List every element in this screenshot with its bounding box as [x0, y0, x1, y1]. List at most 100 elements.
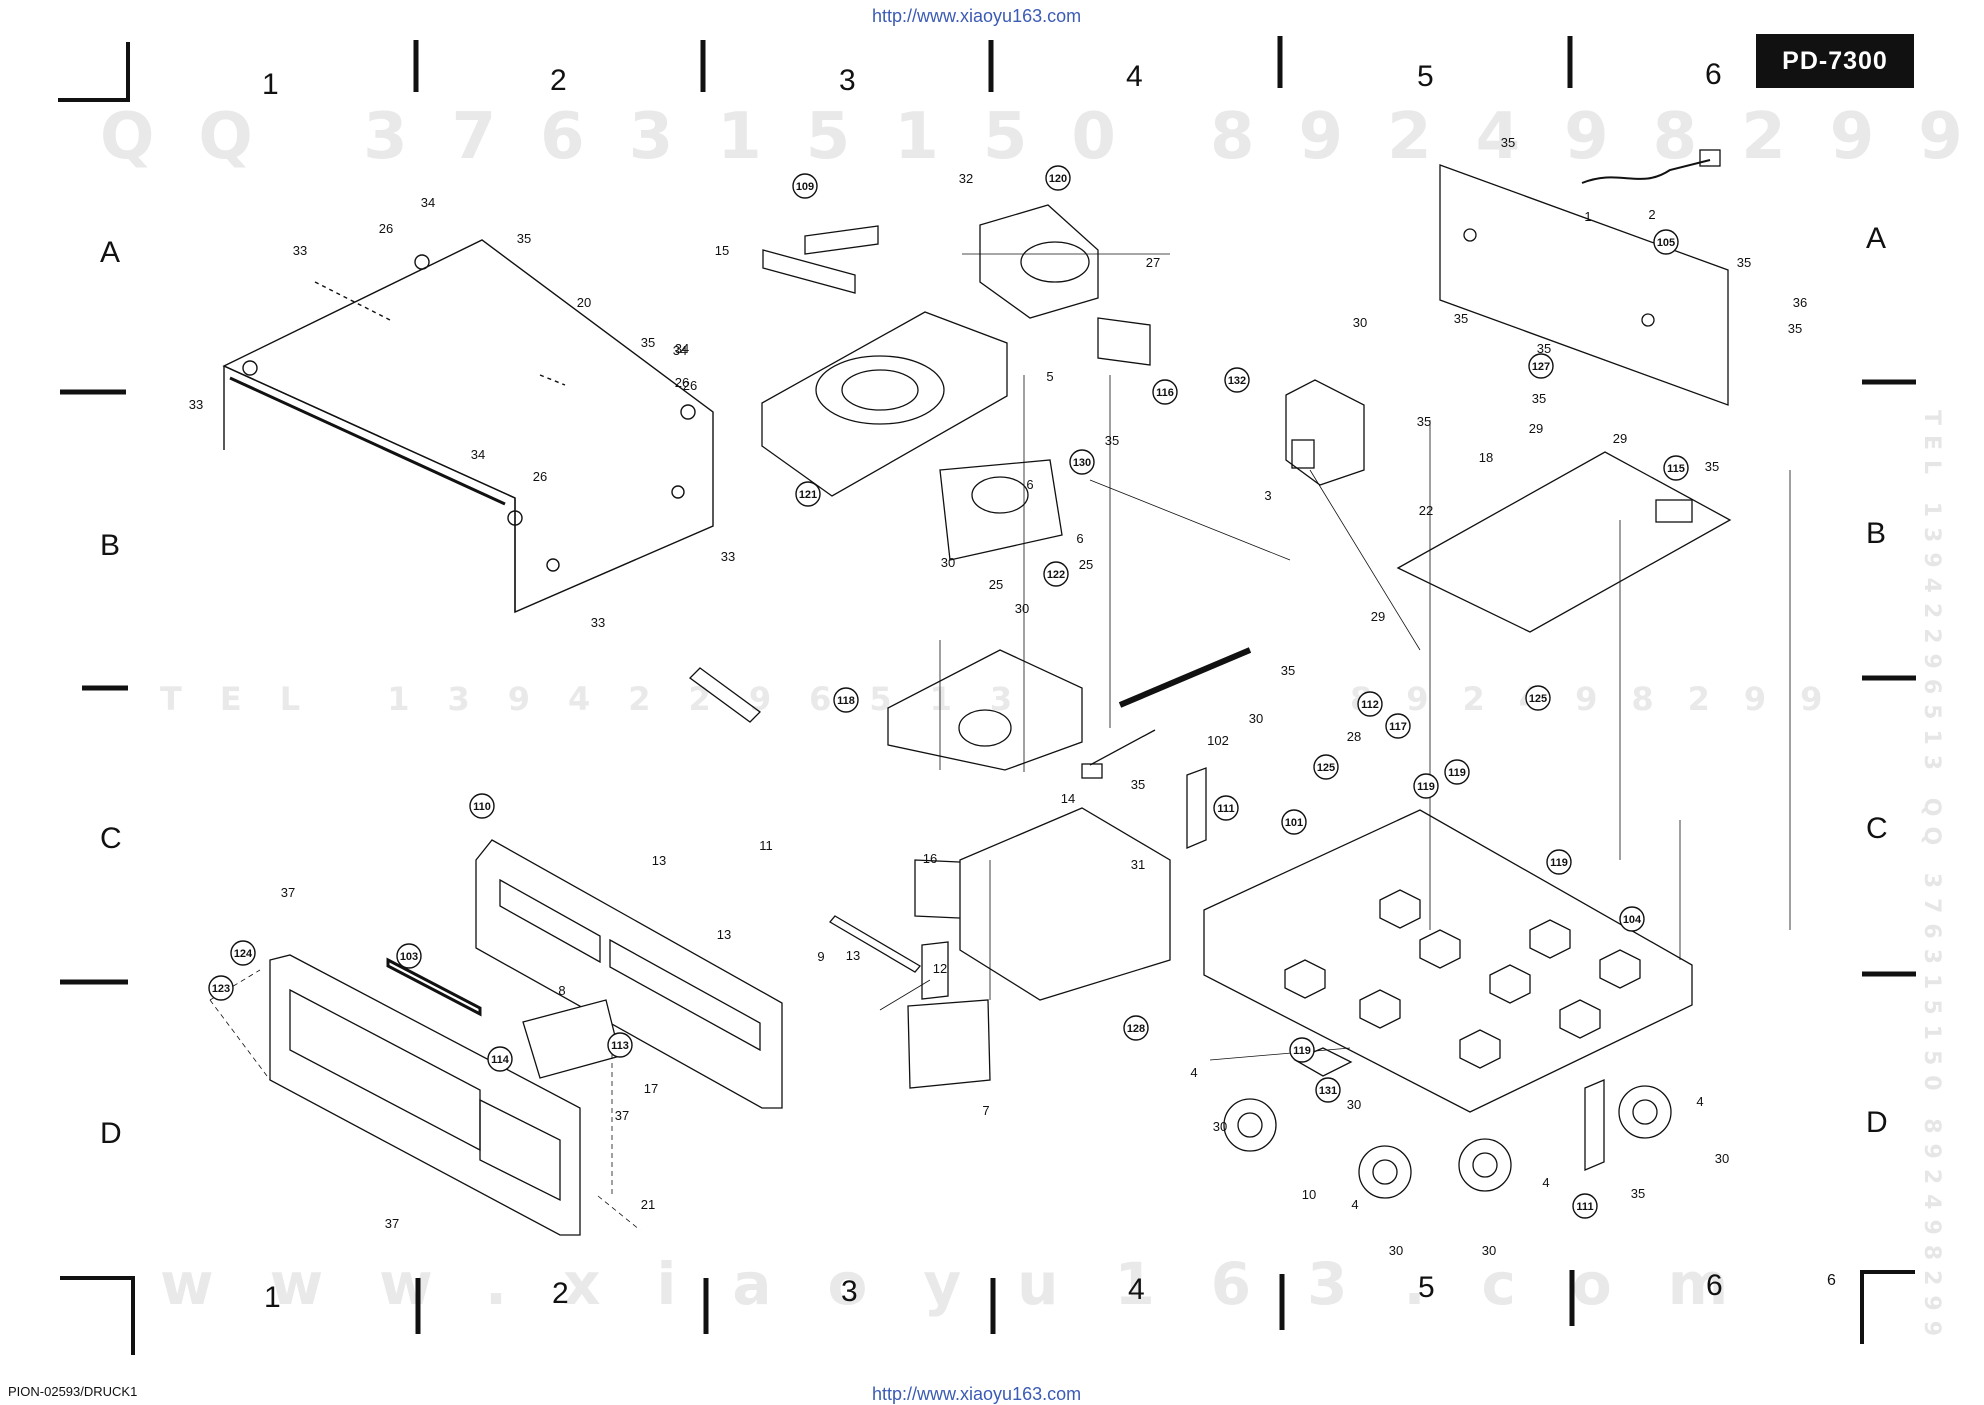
part-number: 5 — [1046, 369, 1053, 384]
part-number: 9 — [817, 949, 824, 964]
part-callout: 26 — [683, 378, 697, 393]
part-number: 116 — [1156, 387, 1174, 399]
part-callout: 34 — [471, 447, 485, 462]
part-callout: 6 — [1076, 531, 1083, 546]
part-number: 35 — [1281, 663, 1295, 678]
part-callout: 14 — [1061, 791, 1075, 806]
row-label: A — [1866, 222, 1886, 255]
callout-circle — [1043, 561, 1069, 587]
part-callout: 20 — [577, 295, 591, 310]
part-number: 34 — [675, 341, 689, 356]
part-number: 25 — [989, 577, 1003, 592]
part-number: 127 — [1532, 361, 1550, 373]
part-number: 26 — [675, 375, 689, 390]
part-callout: 35 — [1105, 433, 1119, 448]
watermark-tel-right: 892498299 — [1350, 680, 1857, 718]
callout-circle — [1357, 691, 1383, 717]
col-label: 3 — [839, 64, 856, 97]
part-number: 35 — [1131, 777, 1145, 792]
part-callout: 4 — [1542, 1175, 1549, 1190]
part-number: 122 — [1047, 569, 1065, 581]
part-number: 29 — [1613, 431, 1627, 446]
part-number: 119 — [1293, 1045, 1311, 1057]
callout-circle — [1224, 367, 1250, 393]
part-number: 104 — [1623, 914, 1642, 926]
watermark-tel: TEL 13942296513 — [160, 680, 1051, 718]
part-callout: 35 — [1501, 135, 1515, 150]
part-number: 34 — [421, 195, 435, 210]
part-number: 37 — [281, 885, 295, 900]
callout-circle — [1313, 754, 1339, 780]
part-number: 35 — [1537, 341, 1551, 356]
callout-circle — [487, 1046, 513, 1072]
part-callout: 115 — [1663, 455, 1689, 481]
row-label: D — [100, 1117, 122, 1150]
part-number: 115 — [1667, 463, 1685, 475]
callout-circle — [607, 1032, 633, 1058]
part-number: 13 — [717, 927, 731, 942]
part-callout: 119 — [1546, 849, 1572, 875]
part-number: 121 — [799, 489, 817, 501]
part-callout: 35 — [1454, 311, 1468, 326]
part-number: 35 — [1631, 1186, 1645, 1201]
part-callout: 122 — [1043, 561, 1069, 587]
part-number: 16 — [923, 851, 937, 866]
part-number: 111 — [1576, 1201, 1593, 1213]
part-number: 35 — [1788, 321, 1802, 336]
part-number: 4 — [1696, 1094, 1703, 1109]
part-callout: 34 — [675, 341, 689, 356]
part-callout: 35 — [1532, 391, 1546, 406]
callout-circle — [792, 173, 818, 199]
part-number: 26 — [683, 378, 697, 393]
part-callout: 28 — [1347, 729, 1361, 744]
part-number: 30 — [1015, 601, 1029, 616]
part-callout: 13 — [717, 927, 731, 942]
part-number: 30 — [1389, 1243, 1403, 1258]
part-callout: 18 — [1479, 450, 1493, 465]
part-callout: 17 — [644, 1081, 658, 1096]
part-number: 21 — [641, 1197, 655, 1212]
part-number: 4 — [1351, 1197, 1358, 1212]
part-callout: 29 — [1613, 431, 1627, 446]
part-number: 13 — [652, 853, 666, 868]
row-label: A — [100, 236, 120, 269]
part-number: 11 — [759, 838, 773, 853]
part-number: 33 — [189, 397, 203, 412]
part-number: 113 — [611, 1040, 629, 1052]
part-callout: 120 — [1045, 165, 1071, 191]
part-callout: 34 — [673, 343, 687, 358]
part-number: 29 — [1529, 421, 1543, 436]
part-callout: 110 — [469, 793, 495, 819]
part-callout: 33 — [189, 397, 203, 412]
part-number: 12 — [933, 961, 947, 976]
part-number: 128 — [1127, 1023, 1145, 1035]
part-callout: 119 — [1444, 759, 1470, 785]
part-callout: 35 — [1737, 255, 1751, 270]
col-label: 3 — [841, 1275, 858, 1308]
part-number: 109 — [796, 181, 814, 193]
part-number: 30 — [941, 555, 955, 570]
part-callout: 105 — [1653, 229, 1679, 255]
part-callout: 25 — [989, 577, 1003, 592]
row-labels-right: A B C D — [1866, 222, 1888, 1139]
part-number: 7 — [982, 1103, 989, 1118]
part-callout: 33 — [591, 615, 605, 630]
part-callout: 30 — [1347, 1097, 1361, 1112]
part-callout: 21 — [641, 1197, 655, 1212]
part-number: 32 — [959, 171, 973, 186]
col-label: 6 — [1705, 58, 1722, 91]
row-label: B — [1866, 517, 1886, 550]
part-number: 130 — [1073, 457, 1091, 469]
part-callout: 16 — [923, 851, 937, 866]
part-number: 105 — [1657, 237, 1675, 249]
watermark-www: www.xiaoyu163.com — [160, 1250, 1785, 1318]
part-number: 34 — [471, 447, 485, 462]
part-number: 125 — [1529, 693, 1547, 705]
col-label: 6 — [1706, 1269, 1723, 1302]
row-labels-left: A B C D — [100, 236, 122, 1150]
part-number: 35 — [1454, 311, 1468, 326]
part-callout: 37 — [385, 1216, 399, 1231]
part-callout: 101 — [1281, 809, 1307, 835]
part-callout: 11 — [759, 838, 773, 853]
part-number: 111 — [1217, 803, 1234, 815]
